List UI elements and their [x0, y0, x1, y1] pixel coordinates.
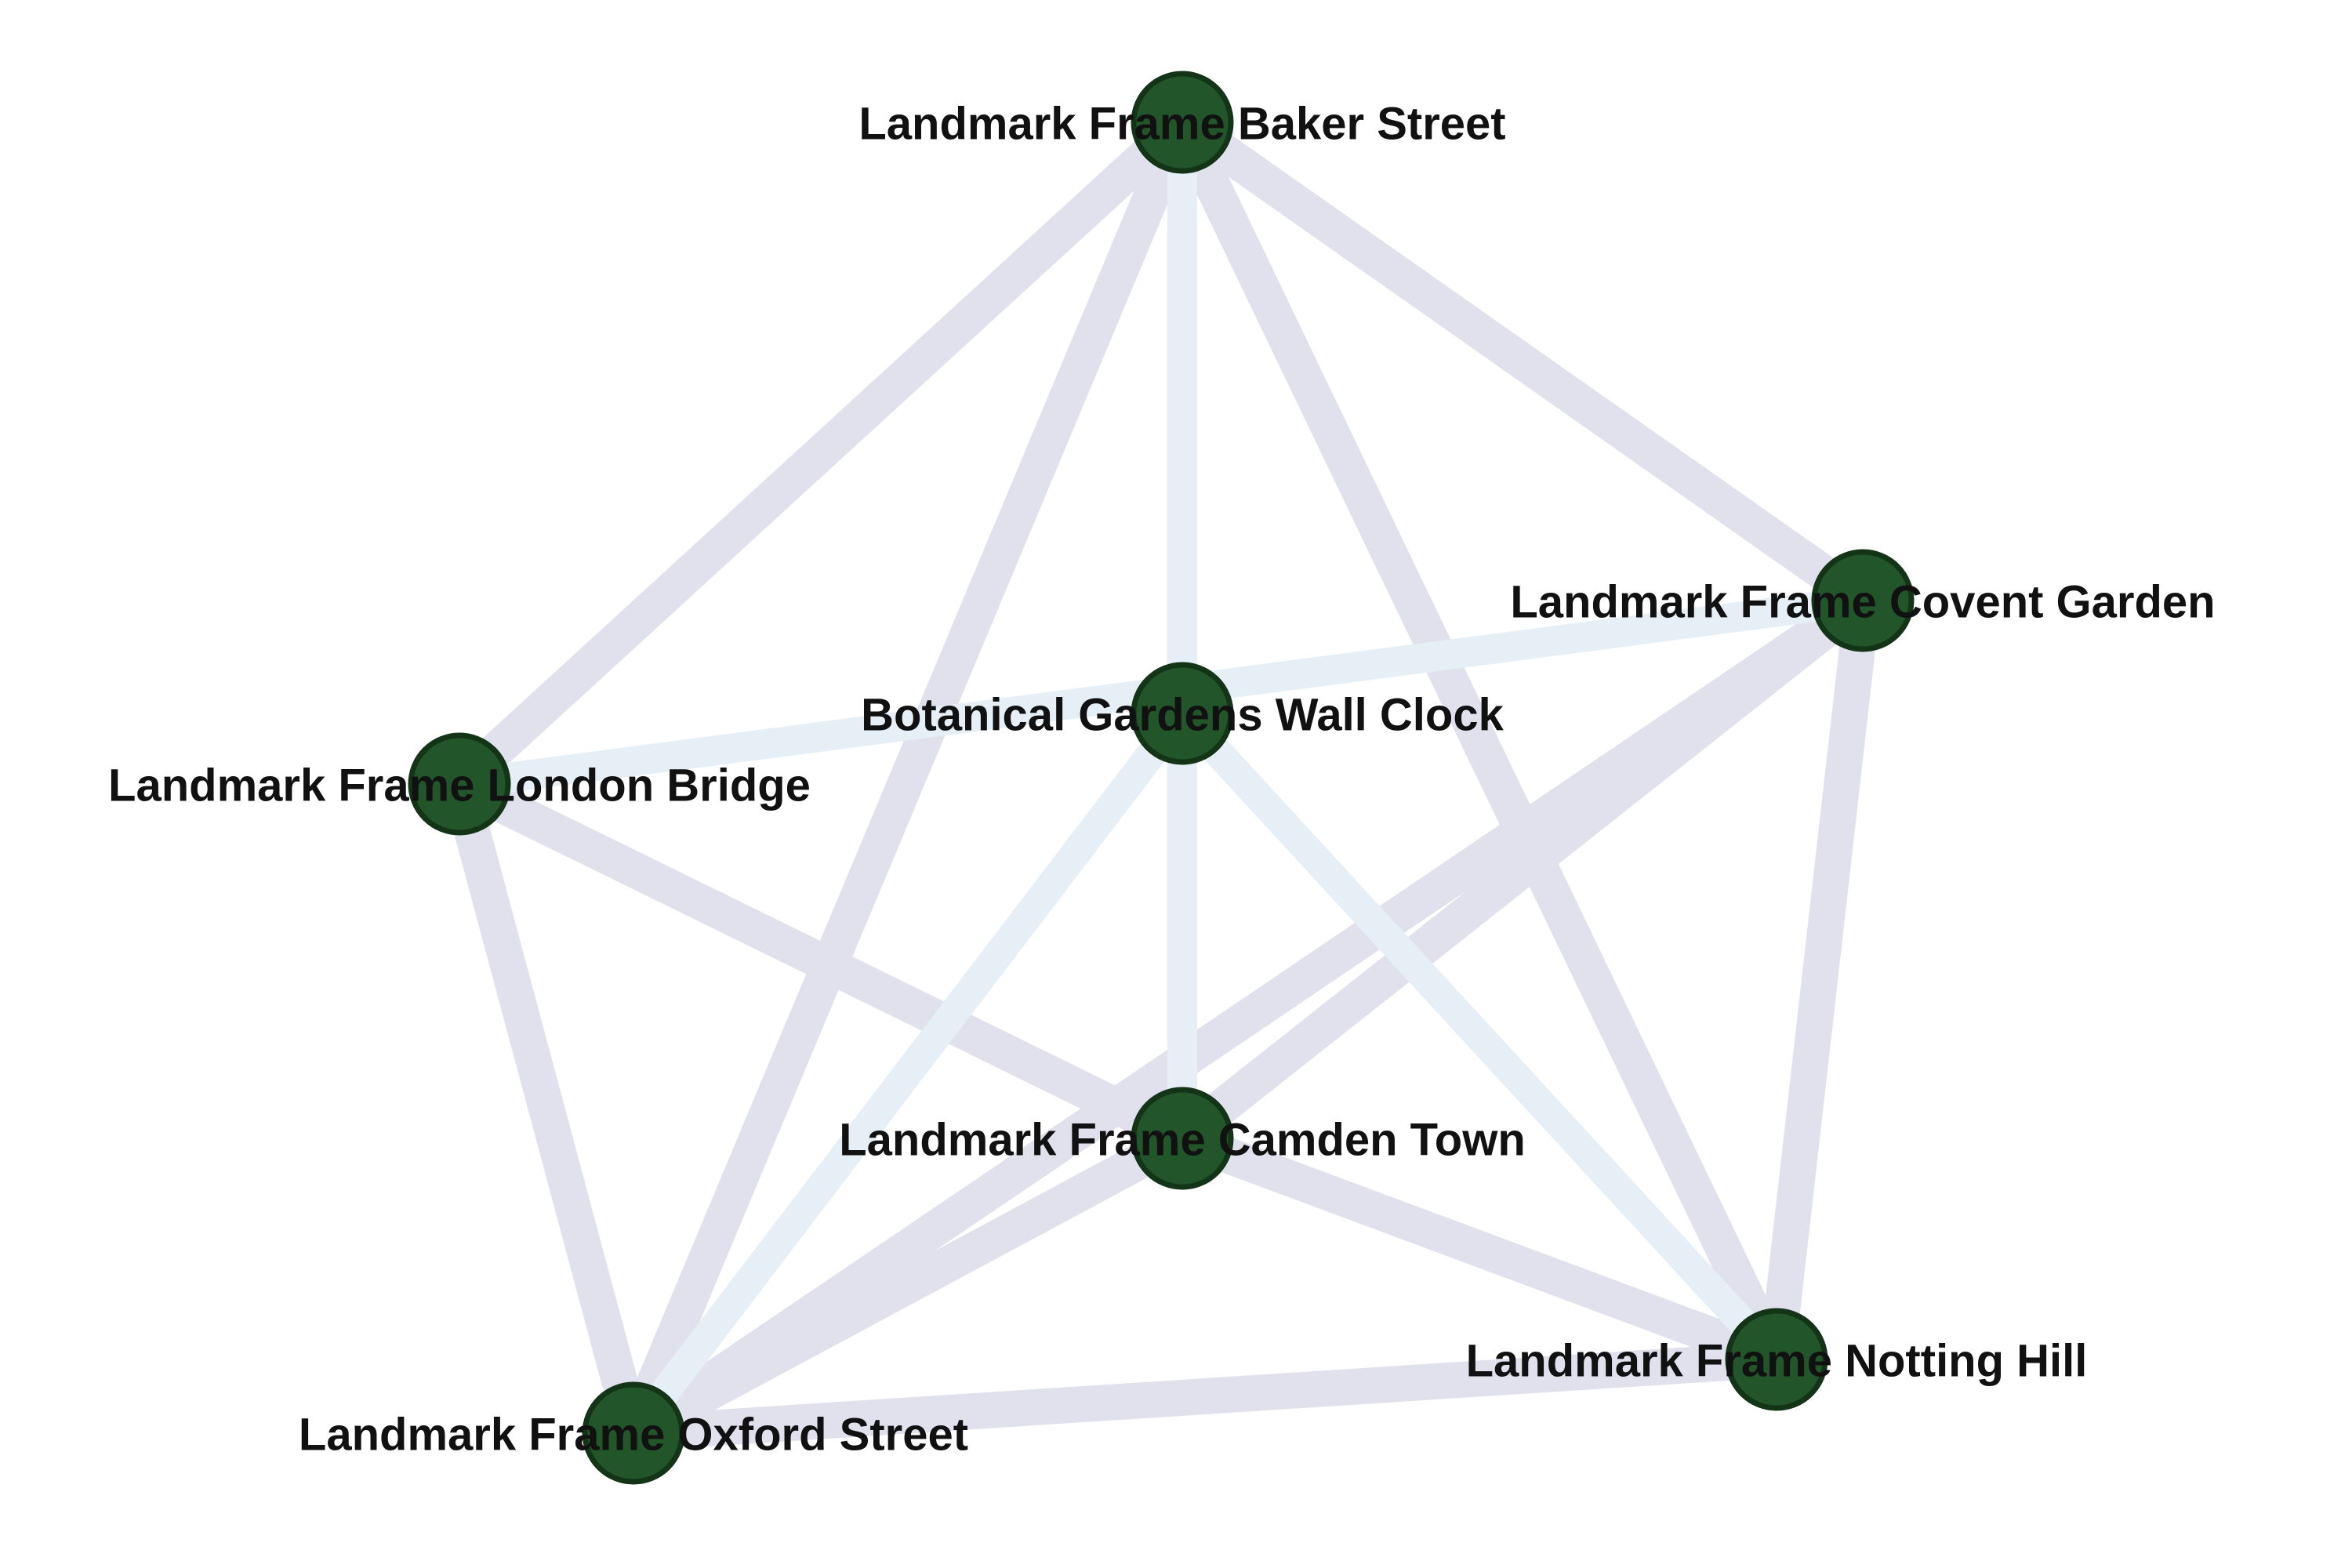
node-covent[interactable]	[1811, 549, 1915, 652]
nodes-layer	[408, 71, 1915, 1485]
node-label-camden: Landmark Frame Camden Town	[839, 1114, 1526, 1165]
edge-covent-notting	[1759, 598, 1881, 1362]
edge-london-camden	[451, 768, 1191, 1155]
node-label-clock: Botanical Gardens Wall Clock	[861, 689, 1504, 740]
edge-baker-covent	[1171, 107, 1874, 615]
edge-baker-notting	[1166, 114, 1793, 1367]
node-clock[interactable]	[1131, 662, 1234, 765]
node-camden[interactable]	[1131, 1087, 1234, 1190]
edge-london-oxford	[441, 779, 652, 1438]
edge-clock-oxford	[621, 704, 1195, 1443]
edge-oxford-notting	[632, 1341, 1778, 1451]
node-london[interactable]	[408, 732, 511, 836]
node-label-covent: Landmark Frame Covent Garden	[1510, 576, 2215, 627]
edge-camden-notting	[1175, 1121, 1784, 1377]
edge-camden-oxford	[625, 1122, 1191, 1450]
edge-baker-london	[447, 109, 1195, 797]
node-notting[interactable]	[1725, 1308, 1828, 1411]
edge-baker-oxford	[616, 115, 1200, 1440]
node-baker[interactable]	[1131, 71, 1234, 174]
node-oxford[interactable]	[582, 1381, 685, 1485]
edge-covent-oxford	[623, 585, 1873, 1449]
node-label-london: Landmark Frame London Bridge	[108, 760, 811, 811]
node-label-oxford: Landmark Frame Oxford Street	[299, 1409, 968, 1460]
node-label-baker: Landmark Frame Baker Street	[858, 98, 1505, 149]
edge-clock-notting	[1171, 703, 1788, 1370]
node-label-notting: Landmark Frame Notting Hill	[1466, 1335, 2088, 1386]
